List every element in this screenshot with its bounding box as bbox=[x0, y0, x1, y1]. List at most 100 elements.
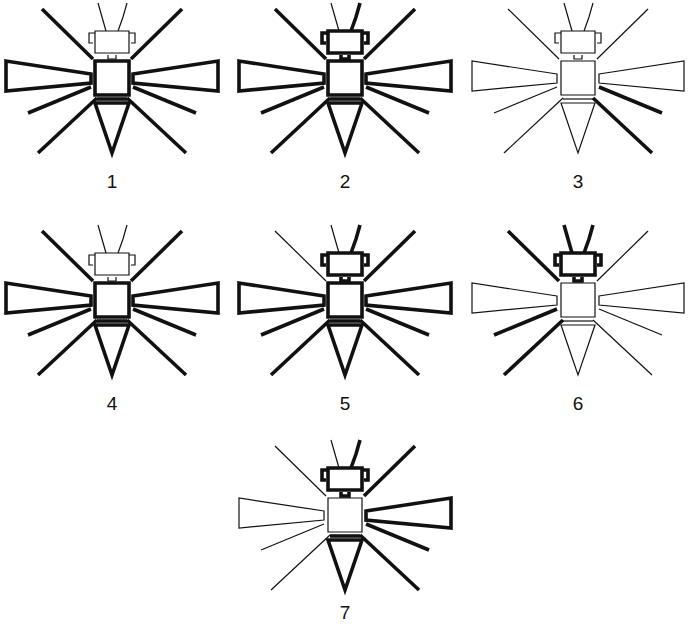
insect-figure bbox=[239, 440, 451, 590]
insect-part bbox=[239, 283, 324, 313]
insect-part bbox=[561, 103, 595, 153]
insect-part bbox=[599, 61, 684, 91]
insect-part bbox=[351, 225, 360, 253]
figure-number: 3 bbox=[573, 172, 584, 191]
insect-part bbox=[108, 277, 116, 281]
insect-figure bbox=[6, 225, 218, 375]
insect-part bbox=[97, 319, 127, 323]
insect-part bbox=[574, 277, 582, 281]
insect-part bbox=[595, 33, 601, 43]
insect-part bbox=[129, 33, 135, 43]
insect-figure bbox=[472, 225, 684, 375]
insect-part bbox=[341, 55, 349, 59]
insect-part bbox=[328, 61, 362, 95]
insect-part bbox=[561, 253, 595, 275]
insect-part bbox=[271, 535, 330, 590]
insect-part bbox=[508, 9, 559, 59]
insect-part bbox=[330, 534, 360, 538]
insect-part bbox=[597, 231, 648, 281]
insect-part bbox=[28, 309, 91, 335]
insect-part bbox=[366, 524, 429, 550]
insect-figure bbox=[6, 3, 218, 153]
insect-part bbox=[95, 283, 129, 317]
insect-part bbox=[331, 440, 339, 468]
insect-part bbox=[561, 61, 595, 95]
insect-part bbox=[328, 283, 362, 317]
insect-part bbox=[593, 98, 652, 153]
insect-part bbox=[108, 55, 116, 59]
insect-part bbox=[261, 309, 324, 335]
figure-number: 6 bbox=[573, 394, 584, 413]
insect-part bbox=[89, 255, 95, 265]
insect-part bbox=[331, 3, 339, 31]
insect-part bbox=[330, 319, 360, 323]
figure-number: 1 bbox=[107, 172, 118, 191]
insect-part bbox=[584, 225, 593, 253]
insect-part bbox=[360, 535, 419, 590]
insect-part bbox=[6, 283, 91, 313]
insect-part bbox=[239, 61, 324, 91]
insect-part bbox=[555, 33, 561, 43]
insect-part bbox=[561, 31, 595, 53]
insect-part bbox=[331, 225, 339, 253]
insect-part bbox=[95, 103, 129, 153]
insect-part bbox=[127, 320, 186, 375]
insect-part bbox=[366, 309, 429, 335]
insect-part bbox=[133, 283, 218, 313]
insect-figure bbox=[239, 225, 451, 375]
insect-part bbox=[131, 231, 182, 281]
insect-part bbox=[563, 98, 593, 99]
insect-part bbox=[95, 325, 129, 375]
insect-part bbox=[127, 98, 186, 153]
insect-part bbox=[275, 231, 326, 281]
insect-part bbox=[504, 98, 563, 153]
insect-part bbox=[131, 9, 182, 59]
insect-part bbox=[133, 87, 196, 113]
insect-part bbox=[599, 309, 662, 335]
insect-part bbox=[118, 3, 127, 31]
insect-part bbox=[472, 283, 557, 313]
insect-part bbox=[28, 87, 91, 113]
insect-part bbox=[564, 3, 572, 31]
insect-part bbox=[97, 97, 127, 101]
insect-part bbox=[366, 87, 429, 113]
insect-part bbox=[239, 498, 324, 528]
insect-part bbox=[364, 446, 415, 496]
insect-part bbox=[6, 61, 91, 91]
insect-part bbox=[360, 320, 419, 375]
insect-part bbox=[95, 253, 129, 275]
insect-part bbox=[341, 492, 349, 496]
insect-part bbox=[328, 103, 362, 153]
insect-part bbox=[95, 31, 129, 53]
insect-part bbox=[328, 325, 362, 375]
insect-figure bbox=[239, 3, 451, 153]
insect-part bbox=[328, 468, 362, 490]
insect-part bbox=[574, 55, 582, 59]
insect-part bbox=[129, 255, 135, 265]
insect-part bbox=[508, 231, 559, 281]
insect-part bbox=[504, 320, 563, 375]
insect-part bbox=[118, 225, 127, 253]
insect-part bbox=[133, 61, 218, 91]
insect-part bbox=[360, 98, 419, 153]
insect-part bbox=[89, 33, 95, 43]
figure-number: 5 bbox=[340, 394, 351, 413]
insect-part bbox=[38, 320, 97, 375]
insect-part bbox=[275, 9, 326, 59]
insect-part bbox=[366, 61, 451, 91]
insect-part bbox=[351, 3, 360, 31]
insect-part bbox=[351, 440, 360, 468]
insect-part bbox=[133, 309, 196, 335]
insect-part bbox=[364, 9, 415, 59]
insect-part bbox=[95, 61, 129, 95]
insect-part bbox=[98, 3, 106, 31]
insect-part bbox=[597, 9, 648, 59]
insect-part bbox=[472, 61, 557, 91]
insect-part bbox=[261, 524, 324, 550]
insect-part bbox=[42, 231, 93, 281]
insect-part bbox=[271, 320, 330, 375]
insect-part bbox=[564, 225, 572, 253]
figure-number: 2 bbox=[340, 172, 351, 191]
insect-part bbox=[584, 3, 593, 31]
